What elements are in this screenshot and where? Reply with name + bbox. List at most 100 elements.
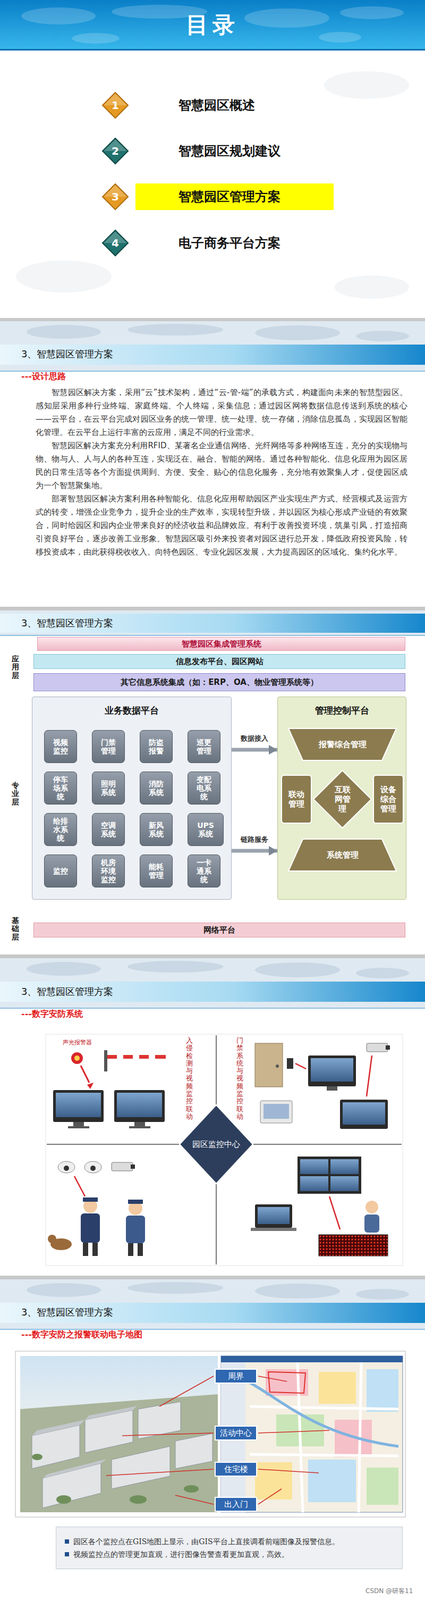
node-text: 网络平台 bbox=[203, 924, 236, 935]
slide-subtitle: ---数字安防系统 bbox=[21, 1007, 83, 1019]
label-slot: 3、智慧园区管理方案 bbox=[21, 984, 114, 998]
system-box: 变配电系统 bbox=[187, 770, 221, 804]
system-box: 给排水系统 bbox=[44, 812, 78, 846]
layer-band: 信息发布平台、园区网站 bbox=[33, 653, 406, 669]
system-box: 空调系统 bbox=[91, 812, 125, 846]
node-text: 3 bbox=[111, 190, 119, 203]
label-slot: 智慧园区解决方案充分利用RFID、某著名企业通信网络、光纤网络等多种网络互连，充… bbox=[35, 438, 408, 492]
system-box: 照明系统 bbox=[91, 770, 125, 804]
node-text: 视频监控点的管理更加直观，进行图像告警查看更加直观，高效。 bbox=[64, 1546, 289, 1560]
number-diamond: 2 bbox=[102, 137, 129, 165]
system-box: 停车场系统 bbox=[44, 770, 78, 804]
label-slot: 部署智慧园区解决方案利用各种智能化、信息化应用帮助园区产业实现生产方式、经营模式… bbox=[35, 491, 408, 559]
label-slot: 智慧园区解决方案，采用“云”技术架构，通过“云-管-端”的承载方式，构建面向未来… bbox=[35, 385, 408, 439]
label-slot: 智慧园区规划建议 bbox=[178, 142, 281, 160]
map-callout: 出入门 bbox=[214, 1495, 258, 1511]
menu-title: 目录 bbox=[185, 10, 240, 40]
slide-title: 3、智慧园区管理方案 bbox=[21, 347, 114, 361]
node-text: 变配电系统 bbox=[196, 774, 212, 801]
label-slot: CSDN @研客11 bbox=[365, 1585, 413, 1595]
highlight-box: 智慧园区管理方案 bbox=[135, 183, 334, 210]
management-box: 设备综合管理 bbox=[372, 774, 404, 823]
node-text: 2 bbox=[111, 144, 119, 158]
node-text: 一卡通系统 bbox=[196, 857, 212, 883]
node-text: 机房环境监控 bbox=[100, 857, 117, 883]
node-text: 园区各个监控点在GIS地图上显示，由GIS平台上直接调看前端图像及报警信息。 bbox=[64, 1533, 340, 1547]
menu-item: 智慧园区概述 bbox=[178, 96, 255, 114]
note-box: 园区各个监控点在GIS地图上显示，由GIS平台上直接调看前端图像及报警信息。视频… bbox=[55, 1525, 403, 1568]
number-diamond: 3 bbox=[102, 183, 129, 210]
layer-band: 网络平台 bbox=[33, 921, 406, 937]
node-text: 空调系统 bbox=[100, 820, 117, 838]
node-text: 1 bbox=[111, 98, 119, 112]
slide-title: 3、智慧园区管理方案 bbox=[21, 616, 114, 629]
label-slot: ---数字安防之报警联动电子地图 bbox=[21, 1328, 143, 1340]
label-slot: 电子商务平台方案 bbox=[178, 234, 281, 252]
system-box: 巡更管理 bbox=[187, 729, 221, 763]
node-text: 联动管理 bbox=[287, 788, 306, 809]
node-text: 新风系统 bbox=[148, 820, 165, 838]
node-text: 智慧园区集成管理系统 bbox=[181, 638, 262, 649]
node-text: 信息发布平台、园区网站 bbox=[175, 656, 264, 667]
node-text: 消防系统 bbox=[148, 778, 165, 796]
node-text: 周界 bbox=[227, 1370, 244, 1381]
node-text: 照明系统 bbox=[100, 778, 117, 796]
label-slot: ---数字安防系统 bbox=[21, 1007, 83, 1019]
node-text: 监控 bbox=[53, 865, 68, 875]
platform-panel: 业务数据平台视频监控门禁管理防盗报警巡更管理停车场系统照明系统消防系统变配电系统… bbox=[31, 695, 232, 899]
layer-label: 基础层 bbox=[11, 915, 20, 941]
management-trapezoid: 系统管理 bbox=[287, 837, 397, 871]
node-text: 互联网管理 bbox=[334, 784, 352, 813]
node-text: 智慧园区管理方案 bbox=[178, 188, 281, 206]
link-caption: 门禁系统与视频监控联动 bbox=[236, 1035, 244, 1120]
node-text: 能耗管理 bbox=[148, 861, 165, 879]
device-caption: 声光报警器 bbox=[62, 1037, 92, 1046]
layer-label: 专业层 bbox=[11, 780, 20, 806]
layer-band: 其它信息系统集成（如：ERP、OA、物业管理系统等） bbox=[33, 672, 406, 691]
label-slot: 入侵检测与视频监控联动 bbox=[185, 1035, 193, 1120]
arrow-label-slot: 链路服务 bbox=[239, 834, 270, 844]
paragraph: 智慧园区解决方案，采用“云”技术架构，通过“云-管-端”的承载方式，构建面向未来… bbox=[35, 385, 408, 439]
node-text: 视频监控 bbox=[52, 737, 69, 755]
label-slot: 智慧园区概述 bbox=[178, 96, 255, 114]
label-slot: 专业层 bbox=[11, 780, 20, 806]
node-text: 管理控制平台 bbox=[315, 703, 370, 717]
link-caption: 入侵检测与视频监控联动 bbox=[185, 1035, 193, 1120]
slide-subtitle: ---设计思路 bbox=[21, 370, 66, 382]
node-text: 活动中心 bbox=[219, 1426, 252, 1438]
map-callout: 活动中心 bbox=[214, 1424, 258, 1440]
node-text: 4 bbox=[111, 236, 119, 250]
map-callout: 住宅楼 bbox=[214, 1460, 258, 1476]
text-column: 智慧园区解决方案，采用“云”技术架构，通过“云-管-端”的承载方式，构建面向未来… bbox=[35, 385, 408, 559]
management-box: 联动管理 bbox=[281, 774, 312, 823]
node-text: 业务数据平台 bbox=[104, 703, 159, 717]
watermark: CSDN @研客11 bbox=[365, 1585, 413, 1595]
management-diamond: 互联网管理 bbox=[312, 769, 372, 828]
system-box: 新风系统 bbox=[139, 812, 173, 846]
slide-title: 3、智慧园区管理方案 bbox=[21, 984, 114, 998]
arrow-label: 链路服务 bbox=[239, 834, 270, 844]
label-slot: 3、智慧园区管理方案 bbox=[21, 616, 114, 629]
paragraph: 部署智慧园区解决方案利用各种智能化、信息化应用帮助园区产业实现生产方式、经营模式… bbox=[35, 491, 408, 559]
node-text: 园区监控中心 bbox=[192, 1138, 241, 1149]
title-slot: 目录 bbox=[185, 10, 240, 40]
system-box: 机房环境监控 bbox=[91, 853, 125, 887]
node-text: 设备综合管理 bbox=[379, 784, 398, 813]
node-text: 停车场系统 bbox=[52, 774, 69, 801]
label-slot: 基础层 bbox=[11, 915, 20, 941]
arrow-label: 数据接入 bbox=[239, 733, 270, 743]
slide-subtitle: ---数字安防之报警联动电子地图 bbox=[21, 1328, 143, 1340]
label-slot: 声光报警器 bbox=[62, 1037, 92, 1046]
center-diamond: 园区监控中心 bbox=[179, 1103, 254, 1184]
system-box: 门禁管理 bbox=[91, 729, 125, 763]
management-trapezoid: 报警综合管理 bbox=[287, 727, 397, 761]
arrow-label-slot: 数据接入 bbox=[239, 733, 270, 743]
system-box: 监控 bbox=[44, 853, 78, 887]
paragraph: 智慧园区解决方案充分利用RFID、某著名企业通信网络、光纤网络等多种网络互连，充… bbox=[35, 438, 408, 492]
node-text: 巡更管理 bbox=[196, 737, 212, 755]
label-slot: 3、智慧园区管理方案 bbox=[21, 347, 114, 361]
label-slot: 应用层 bbox=[11, 654, 20, 679]
layer-label: 应用层 bbox=[11, 654, 20, 679]
system-box: 一卡通系统 bbox=[187, 853, 221, 887]
